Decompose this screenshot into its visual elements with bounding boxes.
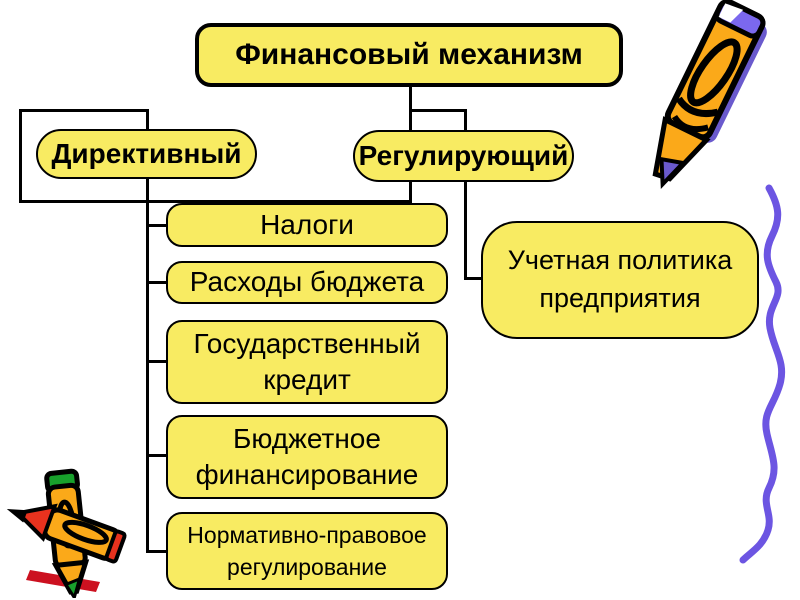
connector-bottom-bracket	[19, 200, 412, 203]
node-budget-expenses: Расходы бюджета	[166, 261, 448, 304]
connector-tick-5	[146, 550, 168, 553]
crayons-bottom-left-icon	[6, 468, 127, 598]
connector-tick-2	[146, 281, 168, 284]
connector-tick-4	[146, 454, 168, 457]
pencil-top-right-icon	[652, 0, 767, 189]
connector-tick-3	[146, 360, 168, 363]
connector-tick-1	[146, 224, 168, 227]
node-legal-regulation: Нормативно-правовое регулирование	[166, 512, 448, 590]
node-financial-mechanism: Финансовый механизм	[195, 23, 623, 87]
squiggle-line-icon	[739, 184, 786, 564]
node-budget-financing: Бюджетное финансирование	[166, 415, 448, 499]
node-taxes: Налоги	[166, 203, 448, 247]
connector-left-top	[19, 109, 149, 112]
node-directive: Директивный	[36, 129, 257, 179]
connector-left-vertical	[19, 109, 22, 203]
connector-trunk	[146, 109, 149, 553]
node-regulating: Регулирующий	[353, 130, 574, 182]
connector-right-vertical	[464, 109, 467, 280]
node-state-credit: Государственный кредит	[166, 320, 448, 404]
node-accounting-policy: Учетная политика предприятия	[481, 221, 759, 339]
connector-uchet-tick	[464, 277, 484, 280]
connector-right-top	[409, 109, 467, 112]
